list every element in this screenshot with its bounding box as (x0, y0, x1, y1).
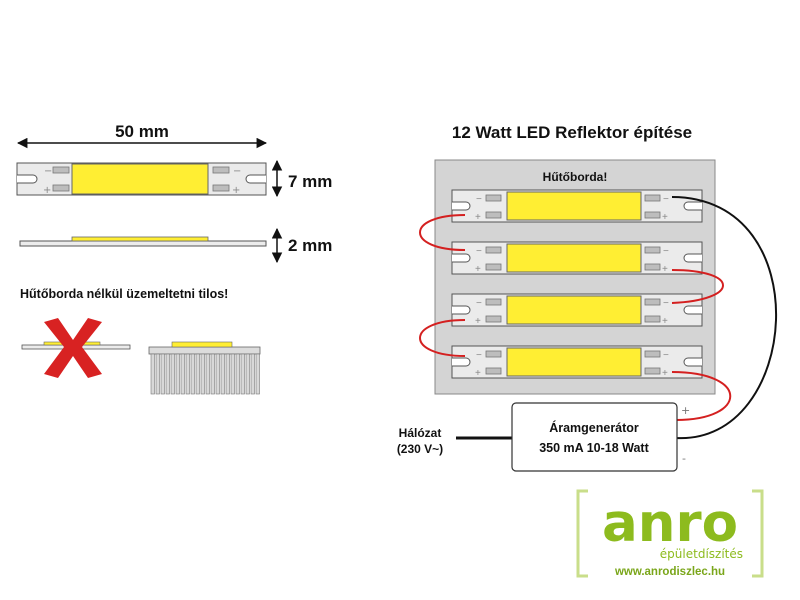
led-chip (506, 243, 642, 273)
forbidden-cross-icon (44, 318, 102, 378)
strip-top-view: − + − + (16, 162, 267, 196)
svg-text:+: + (662, 316, 668, 327)
svg-text:−: − (476, 350, 482, 361)
thickness-dimension-label: 2 mm (288, 236, 332, 255)
svg-text:−: − (233, 166, 241, 177)
driver-minus-terminal: - (682, 452, 686, 465)
driver-plus-terminal: + (681, 404, 690, 417)
wire-black-return (671, 196, 778, 440)
svg-text:−: − (44, 166, 52, 177)
page-title: 12 Watt LED Reflektor építése (452, 123, 692, 142)
svg-text:+: + (475, 368, 481, 379)
led-chip (506, 191, 642, 221)
led-strip: − + − + (451, 293, 703, 327)
led-strip: − + − + (451, 189, 703, 223)
mains-voltage-label: (230 V~) (397, 442, 443, 456)
wire-red-right-2 (671, 371, 732, 421)
svg-text:+: + (662, 368, 668, 379)
height-dimension-label: 7 mm (288, 172, 332, 191)
svg-text:+: + (475, 316, 481, 327)
wire-red-left-1 (419, 214, 466, 251)
led-chip (506, 347, 642, 377)
strip-side-view (19, 236, 267, 247)
svg-text:+: + (232, 185, 240, 196)
strip-on-heatsink (148, 341, 261, 395)
svg-text:+: + (475, 212, 481, 223)
width-dimension-label: 50 mm (115, 122, 169, 141)
svg-text:−: − (663, 246, 669, 257)
website-link[interactable]: www.anrodiszlec.hu (614, 566, 725, 578)
logo-tagline: épületdíszítés (660, 547, 743, 561)
wiring (419, 196, 778, 440)
heatsink-fins-icon (150, 353, 260, 395)
anro-logo: anro épületdíszítés www.anrodiszlec.hu (576, 489, 764, 578)
logo-bracket-left (576, 489, 588, 578)
left-panel: 50 mm − + − + 7 mm 2 m (16, 122, 332, 395)
led-strip: − + − + (451, 241, 703, 275)
logo-bracket-right (752, 489, 764, 578)
driver-name: Áramgenerátor (549, 420, 639, 435)
svg-text:−: − (476, 246, 482, 257)
svg-text:+: + (662, 264, 668, 275)
svg-text:−: − (663, 298, 669, 309)
led-chip (506, 295, 642, 325)
svg-text:+: + (662, 212, 668, 223)
heatsink-label: Hűtőborda! (543, 170, 608, 184)
led-chip (71, 163, 209, 195)
current-driver-box (511, 402, 678, 472)
heatsink-warning-text: Hűtőborda nélkül üzemeltetni tilos! (20, 287, 228, 301)
mains-label: Hálózat (399, 426, 442, 440)
led-strip: − + − + (451, 345, 703, 379)
svg-text:+: + (475, 264, 481, 275)
svg-text:−: − (663, 350, 669, 361)
right-panel: 12 Watt LED Reflektor építése Hűtőborda!… (397, 123, 778, 472)
logo-brand: anro (602, 493, 738, 554)
svg-text:−: − (476, 194, 482, 205)
led-strip-stack: − + − + − + − + − + − + − + − + (451, 189, 703, 379)
svg-text:−: − (476, 298, 482, 309)
wire-red-left-2 (419, 319, 466, 357)
driver-rating: 350 mA 10-18 Watt (539, 441, 649, 455)
wire-red-right-1 (671, 269, 724, 304)
svg-text:+: + (43, 185, 51, 196)
svg-text:−: − (663, 194, 669, 205)
